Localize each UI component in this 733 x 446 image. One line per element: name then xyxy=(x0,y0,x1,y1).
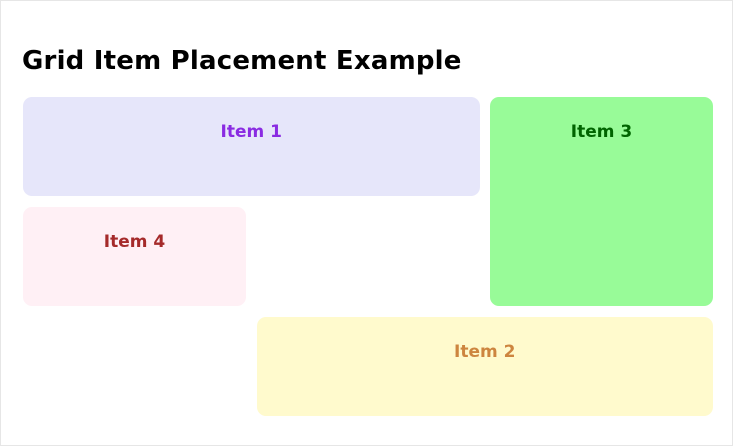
grid-item-3: Item 3 xyxy=(490,97,713,306)
grid-item-1: Item 1 xyxy=(23,97,480,196)
grid-container: Item 1 Item 2 Item 3 Item 4 xyxy=(23,97,713,416)
grid-item-2: Item 2 xyxy=(256,317,713,416)
page-title: Grid Item Placement Example xyxy=(22,46,462,76)
grid-item-4: Item 4 xyxy=(23,207,246,306)
